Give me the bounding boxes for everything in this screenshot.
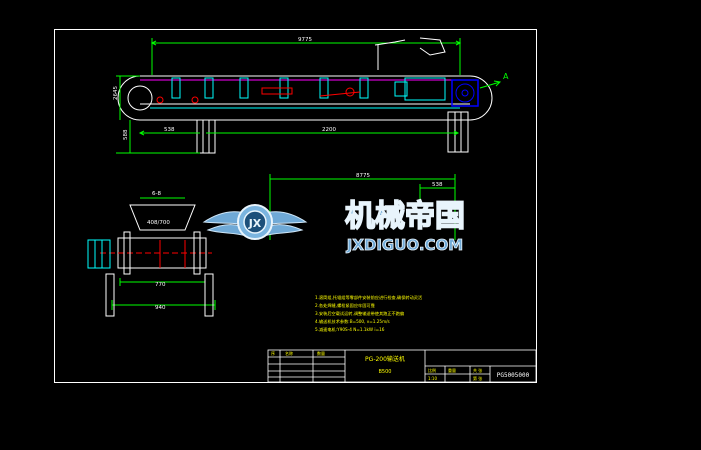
note-5: 5.减速电机:Y90S-4 N=1.1kW i=16 bbox=[315, 326, 385, 333]
tb-cell-2: 数量 bbox=[317, 350, 325, 356]
note-2: 2.各处焊缝,螺栓紧固应牢固可靠 bbox=[315, 302, 375, 309]
logo-emblem-icon: JX bbox=[202, 204, 308, 240]
watermark-title: 机械帝国 bbox=[345, 199, 465, 234]
dim-top-length bbox=[150, 38, 462, 75]
dim-text-height: 2645 bbox=[113, 86, 119, 100]
watermark: JX 机械帝国 JXDIGUO.COM bbox=[202, 198, 466, 254]
tail-pulley bbox=[127, 85, 153, 111]
note-4: 4.输送机技术参数:B=500, v=1.25m/s bbox=[315, 318, 390, 325]
dim-text-left-offset: 538 bbox=[164, 127, 175, 133]
section-view bbox=[87, 197, 216, 317]
hopper bbox=[129, 204, 196, 231]
watermark-site: JXDIGUO.COM bbox=[346, 236, 463, 254]
tb-cell-1: 名称 bbox=[285, 350, 293, 356]
dim-text-mid-length: 8775 bbox=[356, 173, 370, 179]
dim-text-plan-outer: 940 bbox=[155, 305, 166, 311]
drive-unit bbox=[394, 77, 446, 101]
svg-text:JX: JX bbox=[248, 217, 262, 230]
tb-sub: B500 bbox=[379, 369, 392, 375]
conveyor-frame bbox=[117, 75, 493, 121]
technical-notes: 1.滚筒组,托辊组等零部件安装前应进行检查,确保转动灵活 2.各处焊缝,螺栓紧固… bbox=[315, 294, 422, 333]
dim-text-plan-inner: 770 bbox=[155, 282, 166, 288]
tb-cell-6: 第 张 bbox=[473, 375, 482, 381]
drawing-border bbox=[54, 29, 537, 383]
motor bbox=[87, 239, 111, 269]
drive-pulley bbox=[451, 79, 479, 107]
note-1: 1.滚筒组,托辊组等零部件安装前应进行检查,确保转动灵活 bbox=[315, 294, 422, 301]
note-3: 3.安装后空载试运转,调整输送带使其跑正不跑偏 bbox=[315, 310, 404, 317]
tb-model: PG-200输送机 bbox=[365, 355, 405, 363]
title-block bbox=[267, 349, 537, 383]
dim-text-span: 2200 bbox=[322, 127, 336, 133]
tb-cell-7: 1:10 bbox=[428, 376, 437, 381]
dim-text-top-length: 9775 bbox=[298, 37, 312, 43]
dim-text-plan-top: 6-8 bbox=[152, 191, 161, 197]
frame-cols bbox=[105, 231, 214, 317]
dim-text-plan-belt: 408/700 bbox=[147, 220, 170, 226]
view-arrow bbox=[479, 80, 502, 89]
idlers bbox=[171, 77, 369, 99]
dim-text-mid-right: 538 bbox=[432, 182, 443, 188]
dim-bottom bbox=[138, 130, 460, 136]
tb-cell-4: 重量 bbox=[448, 367, 456, 373]
elevation-view bbox=[116, 37, 502, 154]
red-components bbox=[156, 87, 361, 104]
dim-left bbox=[116, 75, 200, 154]
feed-chute bbox=[374, 39, 406, 46]
view-marker-label: A bbox=[503, 72, 509, 81]
dim-text-support: 588 bbox=[123, 129, 129, 140]
tb-cell-5: 共 张 bbox=[473, 367, 482, 373]
tb-cell-0: 序 bbox=[271, 350, 275, 356]
tb-cell-3: 比例 bbox=[428, 367, 436, 373]
tb-drawing-no: PG5005000 bbox=[497, 372, 530, 379]
